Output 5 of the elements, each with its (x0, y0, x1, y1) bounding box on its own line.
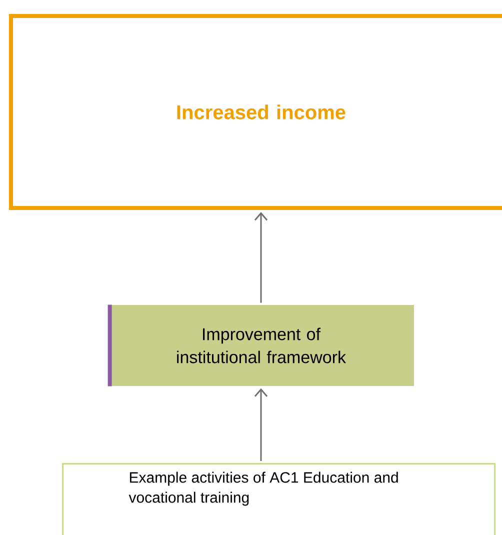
arrow (254, 212, 268, 303)
result-box: Increased income (9, 14, 502, 210)
outcome-box: Improvement of institutional framework (108, 304, 414, 386)
activity-box: Example activities of AC1 Education and vocational training (62, 463, 496, 535)
arrow (254, 388, 268, 461)
